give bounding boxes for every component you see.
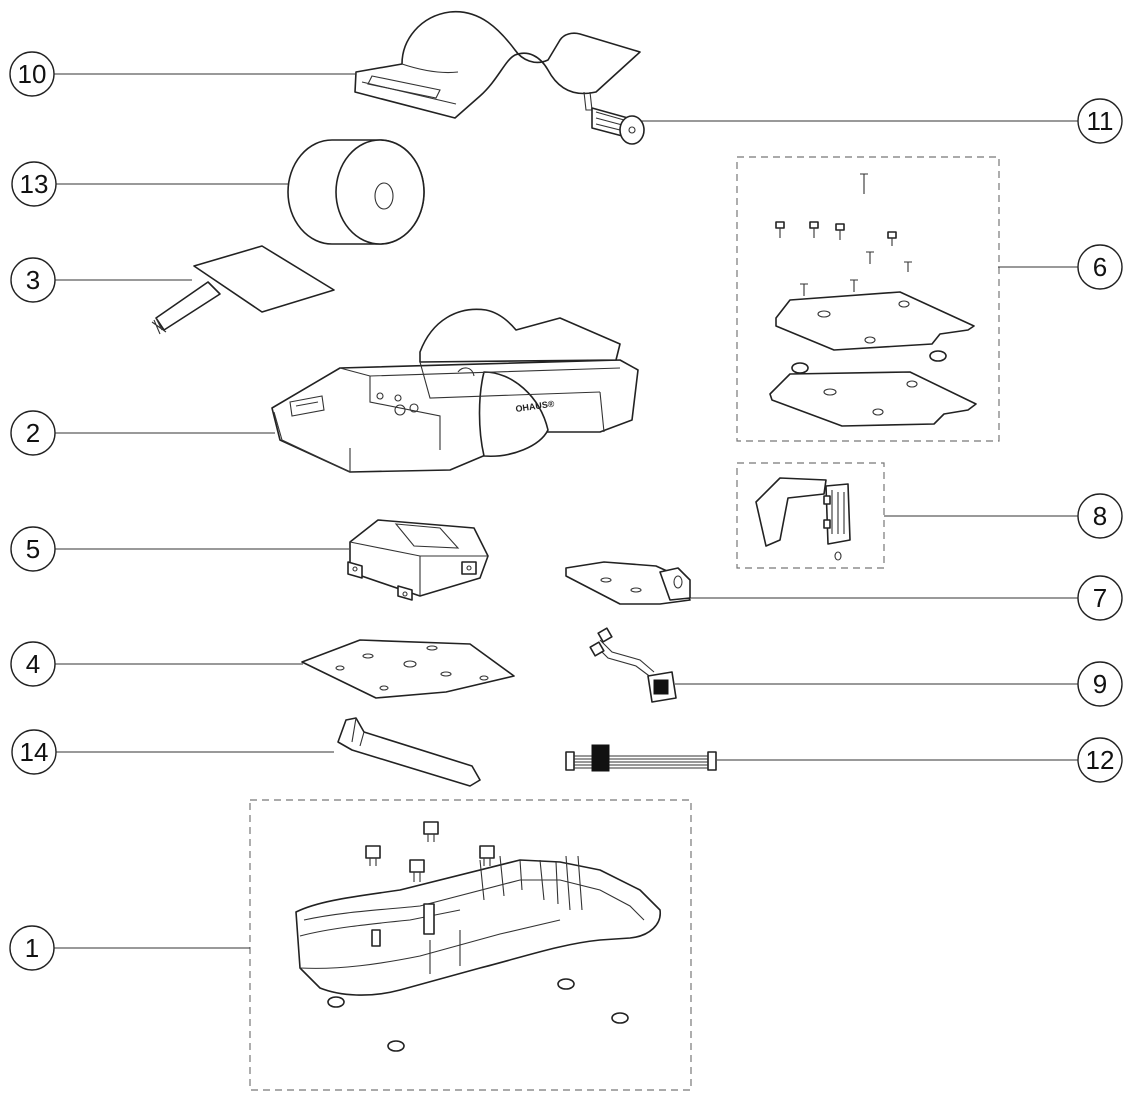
part-8-connector xyxy=(755,477,851,561)
callout-13: 13 xyxy=(11,161,57,207)
part-11-roller xyxy=(591,107,645,145)
callout-12: 12 xyxy=(1077,737,1123,783)
callout-14: 14 xyxy=(11,729,57,775)
svg-text:1: 1 xyxy=(25,933,39,963)
callout-5: 5 xyxy=(10,526,56,572)
svg-text:2: 2 xyxy=(26,418,40,448)
part-4-base-plate xyxy=(301,639,515,699)
svg-text:11: 11 xyxy=(1087,106,1114,136)
svg-text:8: 8 xyxy=(1093,501,1107,531)
callout-7: 7 xyxy=(1077,575,1123,621)
part-2-top-housing: OHAUS® xyxy=(271,308,639,473)
group-box-8 xyxy=(736,462,885,569)
svg-text:12: 12 xyxy=(1086,745,1115,775)
svg-text:10: 10 xyxy=(18,59,47,89)
callout-1: 1 xyxy=(9,925,55,971)
svg-text:13: 13 xyxy=(20,169,49,199)
svg-text:14: 14 xyxy=(20,737,49,767)
part-1-bottom-housing xyxy=(295,821,661,1052)
part-12-ribbon-cable xyxy=(565,744,717,772)
part-10-paper-cover xyxy=(354,10,641,119)
callout-3: 3 xyxy=(10,257,56,303)
svg-text:3: 3 xyxy=(26,265,40,295)
callout-2: 2 xyxy=(10,410,56,456)
callout-11: 11 xyxy=(1077,98,1123,144)
callout-6: 6 xyxy=(1077,244,1123,290)
svg-text:5: 5 xyxy=(26,534,40,564)
callout-4: 4 xyxy=(10,641,56,687)
part-3-keypad-overlay xyxy=(151,245,335,335)
part-13-paper-roll xyxy=(287,139,425,245)
group-box-1 xyxy=(249,799,692,1091)
group-box-6 xyxy=(736,156,1000,442)
callout-8: 8 xyxy=(1077,493,1123,539)
leader-lines xyxy=(54,73,1080,949)
callout-10: 10 xyxy=(9,51,55,97)
part-14-clip xyxy=(337,717,481,787)
part-5-print-mechanism xyxy=(347,519,489,601)
svg-text:6: 6 xyxy=(1093,252,1107,282)
svg-text:4: 4 xyxy=(26,649,40,679)
callout-9: 9 xyxy=(1077,661,1123,707)
svg-text:9: 9 xyxy=(1093,669,1107,699)
part-9-power-switch xyxy=(589,627,677,703)
part-6-board-assembly xyxy=(769,173,977,427)
svg-text:7: 7 xyxy=(1093,583,1107,613)
part-7-bracket xyxy=(565,561,691,605)
standoffs xyxy=(365,821,495,882)
